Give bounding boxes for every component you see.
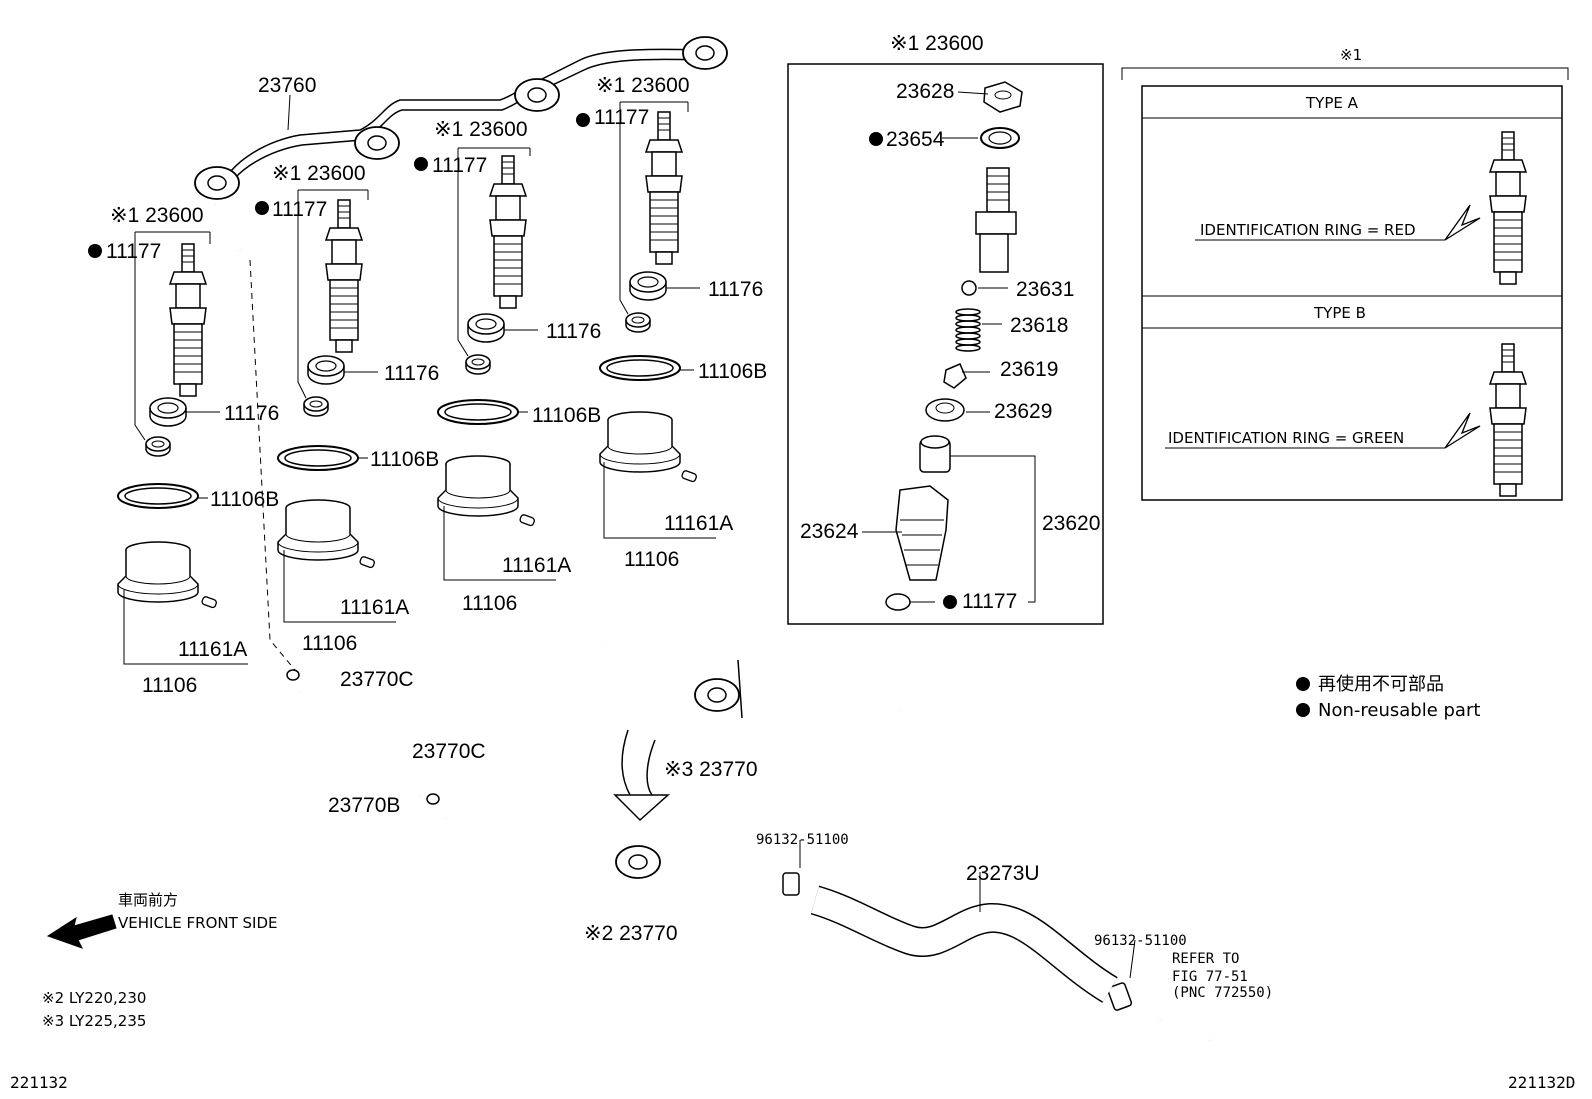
- label-23770C-b: 23770C: [412, 740, 486, 763]
- label-11106B-c: 11106B: [532, 404, 601, 427]
- label-11106B-d: 11106B: [698, 360, 767, 383]
- label-23600-d: ※1 23600: [596, 74, 690, 97]
- label-23654: 23654: [886, 128, 945, 151]
- leakage-pipes: [286, 640, 1212, 1045]
- label-23600-c: ※1 23600: [434, 118, 528, 141]
- label-11161A-d: 11161A: [664, 512, 733, 535]
- ring-green-label: IDENTIFICATION RING = GREEN: [1168, 429, 1404, 447]
- type-b-title: TYPE B: [1313, 304, 1366, 322]
- bracket-lines: [123, 101, 716, 665]
- label-11106-b: 11106: [302, 632, 357, 655]
- label-11161A-c: 11161A: [502, 554, 571, 577]
- label-23600-a: ※1 23600: [110, 204, 204, 227]
- figure-id-left: 221132: [10, 1073, 68, 1092]
- label-11176-b: 11176: [384, 362, 439, 385]
- type-a-title: TYPE A: [1305, 94, 1359, 112]
- exploded-injector: [862, 81, 1036, 611]
- legend-nonreusable-jp: 再使用不可部品: [1318, 674, 1444, 695]
- refer-line-3: (PNC 772550): [1172, 985, 1273, 1001]
- label-96132-b: 96132-51100: [1094, 933, 1187, 949]
- label-23600-e: ※1 23600: [890, 32, 984, 55]
- label-11161A-a: 11161A: [178, 638, 247, 661]
- exploded-view-frame: [787, 63, 1104, 625]
- label-11106B-b: 11106B: [370, 448, 439, 471]
- label-23760: 23760: [258, 74, 316, 97]
- label-11177-a: 11177: [106, 240, 161, 263]
- label-11106-a: 11106: [142, 674, 197, 697]
- label-23629: 23629: [994, 400, 1052, 423]
- label-11176-c: 11176: [546, 320, 601, 343]
- legend-nonreusable-en: Non-reusable part: [1318, 700, 1480, 721]
- label-23273U: 23273U: [966, 862, 1040, 885]
- label-11177-d: 11177: [594, 106, 649, 129]
- label-11161A-b: 11161A: [340, 596, 409, 619]
- label-23619: 23619: [1000, 358, 1058, 381]
- refer-line-2: FIG 77-51: [1172, 969, 1248, 985]
- injection-pipe-23760: [194, 36, 728, 671]
- refer-line-1: REFER TO: [1172, 951, 1239, 967]
- label-23770C-a: 23770C: [340, 668, 414, 691]
- ring-red-label: IDENTIFICATION RING = RED: [1200, 221, 1416, 239]
- label-11106B-a: 11106B: [210, 488, 279, 511]
- front-label-jp: 車両前方: [118, 891, 178, 909]
- vehicle-front-arrow: [46, 914, 117, 949]
- label-23600-b: ※1 23600: [272, 162, 366, 185]
- label-23631: 23631: [1016, 278, 1074, 301]
- figure-id-right: 221132D: [1508, 1073, 1575, 1092]
- label-11176-a: 11176: [224, 402, 279, 425]
- label-23770-type2: ※2 23770: [584, 922, 678, 945]
- label-23620: 23620: [1042, 512, 1100, 535]
- label-23628: 23628: [896, 80, 954, 103]
- label-11177-f: 11177: [962, 590, 1017, 613]
- label-96132-a: 96132-51100: [756, 832, 849, 848]
- label-23624: 23624: [800, 520, 859, 543]
- type-legend: [1121, 67, 1569, 501]
- label-11177-b: 11177: [272, 198, 327, 221]
- legend-star1: ※1: [1340, 46, 1362, 64]
- note-3: ※3 LY225,235: [42, 1012, 146, 1030]
- front-label-en: VEHICLE FRONT SIDE: [118, 914, 278, 932]
- label-11106-d: 11106: [624, 548, 679, 571]
- label-11176-d: 11176: [708, 278, 763, 301]
- label-11177-c: 11177: [432, 154, 487, 177]
- label-23770-type3: ※3 23770: [664, 758, 758, 781]
- label-23770B: 23770B: [328, 794, 400, 817]
- label-23618: 23618: [1010, 314, 1068, 337]
- note-2: ※2 LY220,230: [42, 989, 146, 1007]
- label-11106-c: 11106: [462, 592, 517, 615]
